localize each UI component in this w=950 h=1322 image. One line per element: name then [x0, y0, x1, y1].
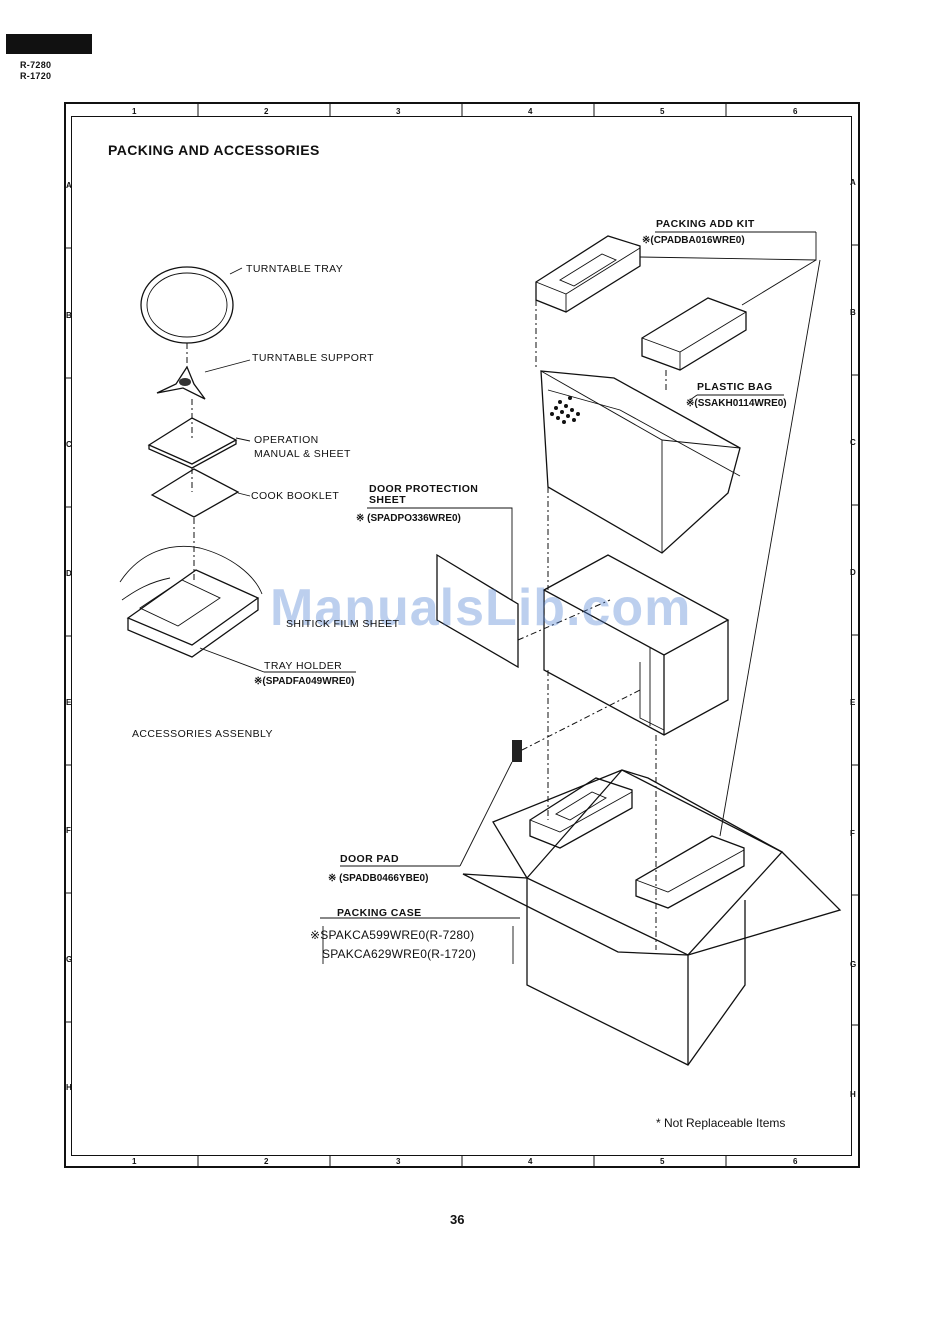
- grid-row-b-right: B: [850, 308, 856, 317]
- grid-col-4-bottom: 4: [528, 1157, 533, 1166]
- packing-case-code-2: SPAKCA629WRE0(R-1720): [322, 947, 477, 961]
- grid-row-d-right: D: [850, 568, 856, 577]
- cook-booklet-drawing: [150, 468, 251, 518]
- not-replaceable-note: * Not Replaceable Items: [656, 1116, 786, 1130]
- turntable-support-drawing: [156, 343, 251, 400]
- turntable-tray-label: TURNTABLE TRAY: [246, 263, 344, 275]
- grid-col-2-bottom: 2: [264, 1157, 269, 1166]
- plastic-bag-code: ※(SSAKH0114WRE0): [686, 398, 787, 409]
- packing-add-kit-code: ※(CPADBA016WRE0): [642, 235, 745, 246]
- microwave-unit-drawing: [542, 554, 730, 736]
- grid-row-e-left: E: [66, 698, 72, 707]
- tray-holder-code: ※(SPADFA049WRE0): [254, 676, 355, 687]
- door-protection-sheet-drawing: [367, 507, 611, 669]
- page-title: PACKING AND ACCESSORIES: [108, 142, 320, 158]
- accessories-assembly-label: ACCESSORIES ASSENBLY: [132, 728, 273, 740]
- tray-holder-drawing: [119, 518, 356, 673]
- packing-case-label: PACKING CASE: [337, 907, 422, 919]
- grid-ticks: [66, 104, 858, 1166]
- grid-row-g-left: G: [66, 955, 73, 964]
- grid-row-f-right: F: [850, 829, 855, 838]
- packing-add-kit-label: PACKING ADD KIT: [656, 218, 755, 230]
- grid-col-6-bottom: 6: [793, 1157, 798, 1166]
- model-number-1: R-7280: [20, 60, 52, 70]
- grid-row-c-left: C: [66, 440, 72, 449]
- grid-col-5-top: 5: [660, 107, 665, 116]
- grid-col-1-top: 1: [132, 107, 137, 116]
- grid-col-2-top: 2: [264, 107, 269, 116]
- cook-booklet-label: COOK BOOKLET: [251, 490, 340, 502]
- grid-col-6-top: 6: [793, 107, 798, 116]
- grid-col-1-bottom: 1: [132, 1157, 137, 1166]
- packing-case-code-1: ※SPAKCA599WRE0(R-7280): [310, 928, 475, 942]
- grid-row-a-right: A: [850, 178, 856, 187]
- header-black-tab: [6, 34, 92, 54]
- door-pad-drawing: [340, 689, 641, 867]
- grid-col-5-bottom: 5: [660, 1157, 665, 1166]
- door-protection-code: ※ (SPADPO336WRE0): [356, 513, 461, 524]
- grid-row-e-right: E: [850, 698, 856, 707]
- turntable-tray-drawing: [140, 266, 243, 344]
- film-sheet-label: SHITICK FILM SHEET: [286, 618, 400, 630]
- grid-row-h-right: H: [850, 1090, 856, 1099]
- grid-col-3-bottom: 3: [396, 1157, 401, 1166]
- door-pad-code: ※ (SPADB0466YBE0): [328, 873, 429, 884]
- plastic-bag-label: PLASTIC BAG: [697, 381, 773, 393]
- operation-manual-label-2: MANUAL & SHEET: [254, 448, 351, 460]
- grid-col-3-top: 3: [396, 107, 401, 116]
- grid-col-4-top: 4: [528, 107, 533, 116]
- operation-manual-label-1: OPERATION: [254, 434, 319, 446]
- operation-manual-drawing: [147, 399, 251, 469]
- watermark-text: ManualsLib.com: [270, 579, 692, 637]
- turntable-support-label: TURNTABLE SUPPORT: [252, 352, 374, 364]
- packing-case-drawing: [320, 259, 842, 1066]
- packing-case-bracket: [322, 926, 514, 964]
- grid-row-g-right: G: [850, 960, 857, 969]
- door-protection-label-2: SHEET: [369, 494, 407, 506]
- drawing-frame-outer: [64, 102, 860, 1168]
- packing-add-kit-top-drawing: [535, 235, 641, 313]
- packing-add-kit-side-drawing: [641, 297, 747, 371]
- drawing-frame-inner: [71, 116, 852, 1156]
- grid-row-c-right: C: [850, 438, 856, 447]
- door-protection-label-1: DOOR PROTECTION: [369, 483, 479, 495]
- door-pad-label: DOOR PAD: [340, 853, 400, 865]
- grid-row-b-left: B: [66, 311, 72, 320]
- grid-row-f-left: F: [66, 826, 71, 835]
- grid-row-a-left: A: [66, 181, 72, 190]
- assembly-dash-lines: [535, 300, 667, 950]
- grid-row-h-left: H: [66, 1083, 72, 1092]
- grid-row-d-left: D: [66, 569, 72, 578]
- page-number: 36: [450, 1212, 465, 1227]
- model-number-2: R-1720: [20, 71, 52, 81]
- packing-add-kit-leaders: [639, 231, 817, 306]
- tray-holder-label: TRAY HOLDER: [264, 660, 343, 672]
